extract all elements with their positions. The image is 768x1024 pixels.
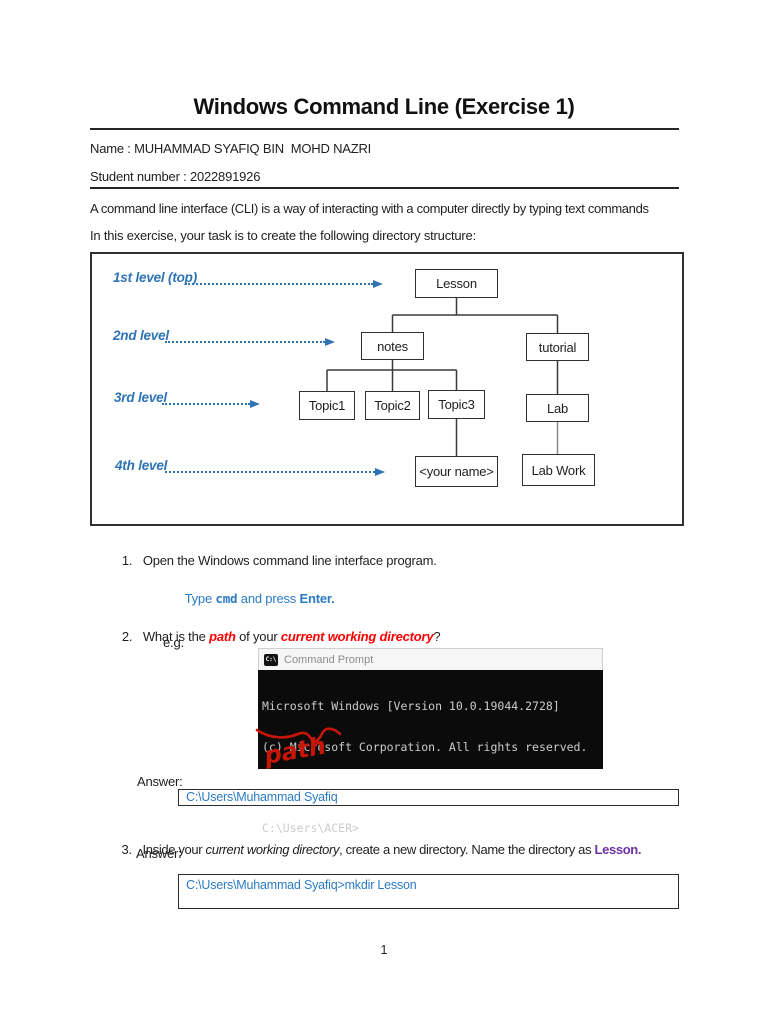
intro-paragraph-2: In this exercise, your task is to create… <box>90 228 477 243</box>
step-3-text-1: Inside your <box>142 842 206 857</box>
step-3-text-2: , create a new directory. Name the direc… <box>339 842 595 857</box>
step-2-text-3: ? <box>433 629 441 644</box>
answer-label-2: Answer: <box>136 846 182 861</box>
student-number-line: Student number : 2022891926 <box>90 169 261 184</box>
terminal-output: Microsoft Windows [Version 10.0.19044.27… <box>255 670 603 834</box>
lesson-emphasis: Lesson. <box>594 842 642 857</box>
eg-label: e.g. <box>163 635 184 650</box>
step-3-item: 3. Inside your current working directory,… <box>115 827 642 857</box>
answer-label-1: Answer: <box>137 774 183 789</box>
dotted-arrow-level-4 <box>165 468 385 476</box>
header-rule-bottom <box>90 187 679 189</box>
node-tutorial: tutorial <box>526 333 589 361</box>
node-lesson: Lesson <box>415 269 498 298</box>
step-3-number: 3. <box>121 842 133 857</box>
cmd-icon: C:\ <box>264 653 278 666</box>
page-number: 1 <box>380 943 388 957</box>
hint-text-2: and press <box>237 591 300 606</box>
tree-connectors <box>326 298 559 456</box>
answer-text-2: C:\Users\Muhammad Syafiq>mkdir Lesson <box>186 878 417 892</box>
name-line: Name : MUHAMMAD SYAFIQ BIN MOHD NAZRI <box>90 141 372 156</box>
command-prompt-screenshot: C:\ Command Prompt Microsoft Windows [Ve… <box>255 648 603 834</box>
step-1-number: 1. <box>121 553 133 568</box>
node-notes: notes <box>361 332 424 360</box>
terminal-output-line: (c) Microsoft Corporation. All rights re… <box>262 739 588 754</box>
node-lab: Lab <box>526 394 589 422</box>
page-title: Windows Command Line (Exercise 1) <box>193 94 575 119</box>
cmd-hint: Type cmd and press Enter. <box>178 576 335 606</box>
dotted-arrow-level-1 <box>185 280 383 288</box>
node-topic1: Topic1 <box>299 391 355 420</box>
cwd-italic: current working directory <box>205 842 340 857</box>
header-rule-top <box>90 128 679 130</box>
answer-text-1: C:\Users\Muhammad Syafiq <box>186 790 338 804</box>
step-2-text-2: of your <box>235 629 281 644</box>
terminal-prompt-line: C:\Users\ACER> <box>262 820 359 835</box>
level-label-1: 1st level (top) <box>113 270 198 285</box>
level-label-4: 4th level <box>115 458 168 473</box>
node-topic3: Topic3 <box>428 390 485 419</box>
cwd-emphasis: current working directory <box>280 629 434 644</box>
node-lab-work: Lab Work <box>522 454 595 486</box>
level-label-3: 3rd level <box>114 390 167 405</box>
step-2-text-1: What is the <box>142 629 210 644</box>
terminal-title-bar: C:\ Command Prompt <box>258 648 603 670</box>
directory-diagram: 1st level (top) 2nd level 3rd level 4th … <box>90 252 684 526</box>
step-2-number: 2. <box>121 629 133 644</box>
terminal-title: Command Prompt <box>284 653 374 666</box>
step-1-text: Open the Windows command line interface … <box>142 553 437 568</box>
step-2-item: 2. What is the path of your current worki… <box>115 614 441 644</box>
answer-box-1: C:\Users\Muhammad Syafiq <box>178 789 679 806</box>
level-label-2: 2nd level <box>113 328 169 343</box>
terminal-output-line: Microsoft Windows [Version 10.0.19044.27… <box>262 699 560 713</box>
hint-text-1: Type <box>184 591 216 606</box>
cmd-code: cmd <box>215 591 238 606</box>
path-emphasis: path <box>209 629 236 644</box>
node-your-name: <your name> <box>415 456 498 487</box>
answer-box-2: C:\Users\Muhammad Syafiq>mkdir Lesson <box>178 874 679 909</box>
dotted-arrow-level-3 <box>162 400 260 408</box>
step-1-item: 1. Open the Windows command line interfac… <box>115 538 437 568</box>
node-topic2: Topic2 <box>365 391 420 420</box>
dotted-arrow-level-2 <box>165 338 335 346</box>
intro-paragraph-1: A command line interface (CLI) is a way … <box>90 201 649 216</box>
enter-key-label: Enter. <box>299 591 335 606</box>
